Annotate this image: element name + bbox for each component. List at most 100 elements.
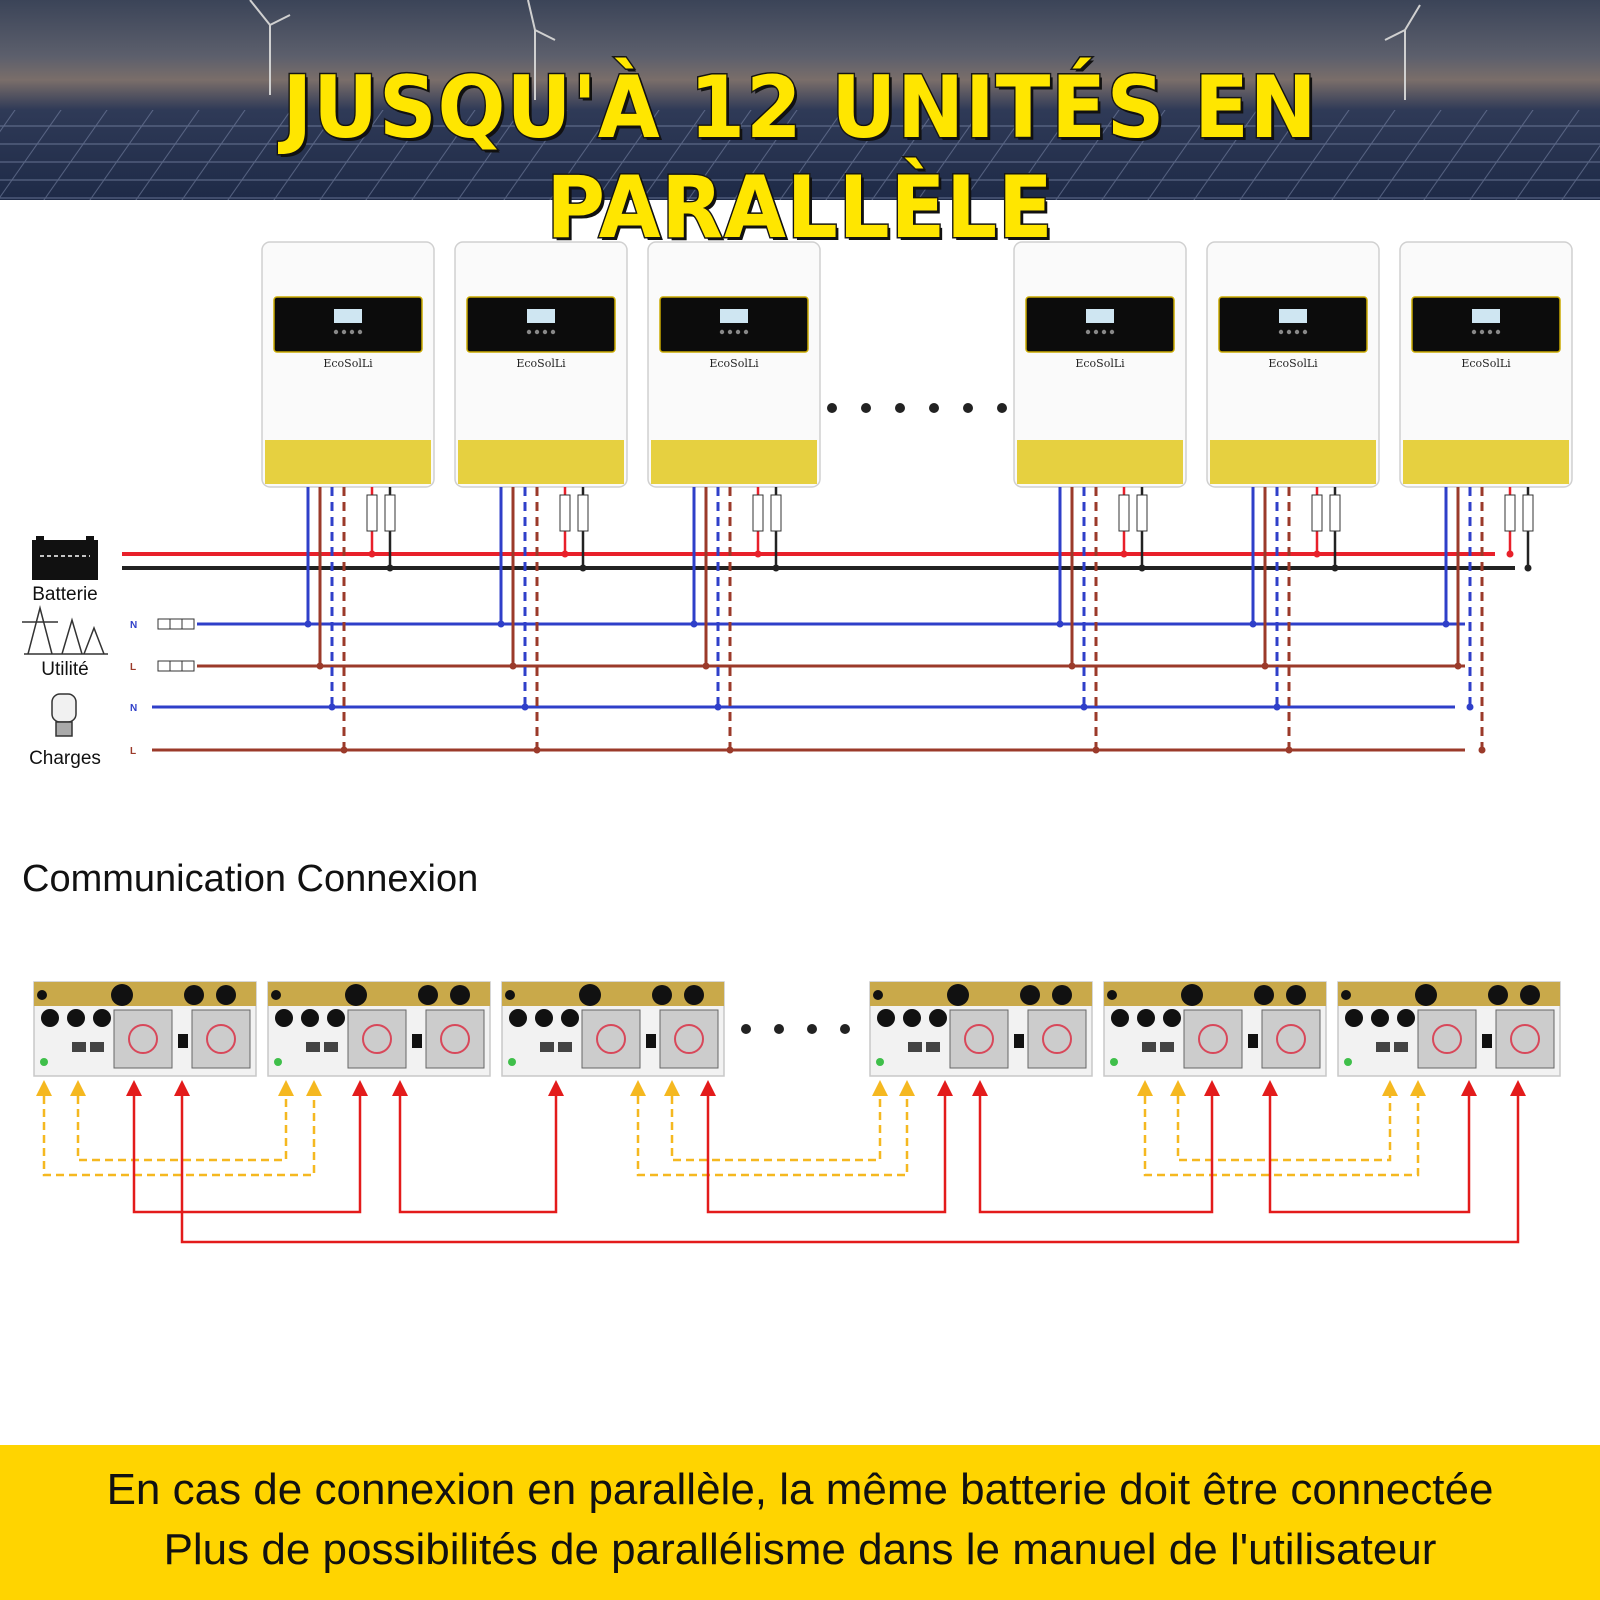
fan-grille-icon: [113, 1009, 173, 1069]
line-label-live: L: [130, 662, 136, 673]
arrow-head-icon: [306, 1080, 322, 1096]
junction-dot: [509, 662, 517, 670]
inverter-display: [1218, 296, 1368, 353]
cable-gland-icon: [450, 985, 470, 1005]
inverter-display: [659, 296, 809, 353]
cable-gland-icon: [1254, 985, 1274, 1005]
junction-dot: [1068, 662, 1076, 670]
ellipsis-dot: [840, 1024, 850, 1034]
utility-label: Utilité: [41, 659, 89, 680]
cable-gland-icon: [418, 985, 438, 1005]
inverter-unit: EcoSolLi: [1013, 241, 1187, 488]
junction-dot: [386, 564, 394, 572]
parallel-port-icon: [540, 1042, 554, 1052]
junction-dot: [497, 620, 505, 628]
power-switch-icon: [1482, 1034, 1492, 1048]
arrow-head-icon: [1170, 1080, 1186, 1096]
junction-dot: [714, 703, 722, 711]
terminal-icon: [903, 1009, 921, 1027]
cable-gland-icon: [505, 990, 515, 1000]
inverter-display: [1025, 296, 1175, 353]
ground-icon: [274, 1058, 282, 1066]
cable-gland-icon: [1052, 985, 1072, 1005]
fan-grille-icon: [1495, 1009, 1555, 1069]
parallel-port-icon: [1160, 1042, 1174, 1052]
cable-gland-icon: [1107, 990, 1117, 1000]
parallel-port-icon: [72, 1042, 86, 1052]
terminal-icon: [41, 1009, 59, 1027]
fan-icon: [362, 1024, 392, 1054]
junction-dot: [1478, 746, 1486, 754]
arrow-head-icon: [174, 1080, 190, 1096]
junction-dot: [1092, 746, 1100, 754]
cable-gland-icon: [216, 985, 236, 1005]
inverter-bottom-view: [501, 981, 725, 1077]
cable-gland-icon: [873, 990, 883, 1000]
junction-dot: [1273, 703, 1281, 711]
control-button-icon: [1495, 329, 1501, 335]
junction-dot: [368, 550, 376, 558]
communication-diagram: [33, 981, 1561, 1244]
fan-grille-icon: [581, 1009, 641, 1069]
cable-gland-icon: [652, 985, 672, 1005]
control-button-icon: [526, 329, 532, 335]
cable-gland-icon: [684, 985, 704, 1005]
battery-breaker-icon: [1504, 494, 1516, 532]
battery-breaker-icon: [384, 494, 396, 532]
terminal-icon: [301, 1009, 319, 1027]
arrow-head-icon: [872, 1080, 888, 1096]
terminal-icon: [509, 1009, 527, 1027]
inverter-unit: EcoSolLi: [1206, 241, 1380, 488]
ellipsis-dot: [774, 1024, 784, 1034]
inverter-unit: EcoSolLi: [647, 241, 821, 488]
terminal-icon: [1137, 1009, 1155, 1027]
sync-cable-loop: [180, 1096, 1520, 1244]
terminal-icon: [1163, 1009, 1181, 1027]
fan-grille-icon: [1183, 1009, 1243, 1069]
terminal-icon: [1371, 1009, 1389, 1027]
communication-title: Communication Connexion: [22, 858, 479, 900]
battery-breaker-icon: [1522, 494, 1534, 532]
control-button-icon: [1286, 329, 1292, 335]
current-share-cable: [76, 1096, 288, 1162]
power-switch-icon: [178, 1034, 188, 1048]
fan-icon: [206, 1024, 236, 1054]
junction-dot: [1506, 550, 1514, 558]
fan-icon: [596, 1024, 626, 1054]
arrow-head-icon: [1262, 1080, 1278, 1096]
ground-icon: [508, 1058, 516, 1066]
power-switch-icon: [412, 1034, 422, 1048]
battery-icon: [32, 536, 98, 580]
parallel-port-icon: [558, 1042, 572, 1052]
battery-breaker-icon: [1118, 494, 1130, 532]
inverter-brand: EcoSolLi: [1075, 357, 1125, 370]
utility-breaker-icon: [157, 618, 195, 630]
control-button-icon: [719, 329, 725, 335]
fan-icon: [1198, 1024, 1228, 1054]
inverter-brand: EcoSolLi: [1268, 357, 1318, 370]
control-button-icon: [1278, 329, 1284, 335]
current-share-cable: [1143, 1096, 1420, 1177]
parallel-port-icon: [324, 1042, 338, 1052]
battery-breaker-icon: [770, 494, 782, 532]
terminal-icon: [877, 1009, 895, 1027]
arrow-head-icon: [1382, 1080, 1398, 1096]
arrow-head-icon: [937, 1080, 953, 1096]
ground-icon: [1344, 1058, 1352, 1066]
lcd-screen: [1279, 309, 1307, 323]
current-share-cable: [670, 1096, 882, 1162]
fan-icon: [128, 1024, 158, 1054]
arrow-head-icon: [548, 1080, 564, 1096]
control-button-icon: [349, 329, 355, 335]
fan-grille-icon: [347, 1009, 407, 1069]
junction-dot: [304, 620, 312, 628]
cable-gland-icon: [271, 990, 281, 1000]
arrow-head-icon: [972, 1080, 988, 1096]
junction-dot: [1285, 746, 1293, 754]
bulb-icon: [51, 693, 77, 737]
terminal-icon: [67, 1009, 85, 1027]
solar-field-background: [0, 0, 1600, 200]
ellipsis-dot: [741, 1024, 751, 1034]
fan-icon: [1042, 1024, 1072, 1054]
junction-dot: [702, 662, 710, 670]
